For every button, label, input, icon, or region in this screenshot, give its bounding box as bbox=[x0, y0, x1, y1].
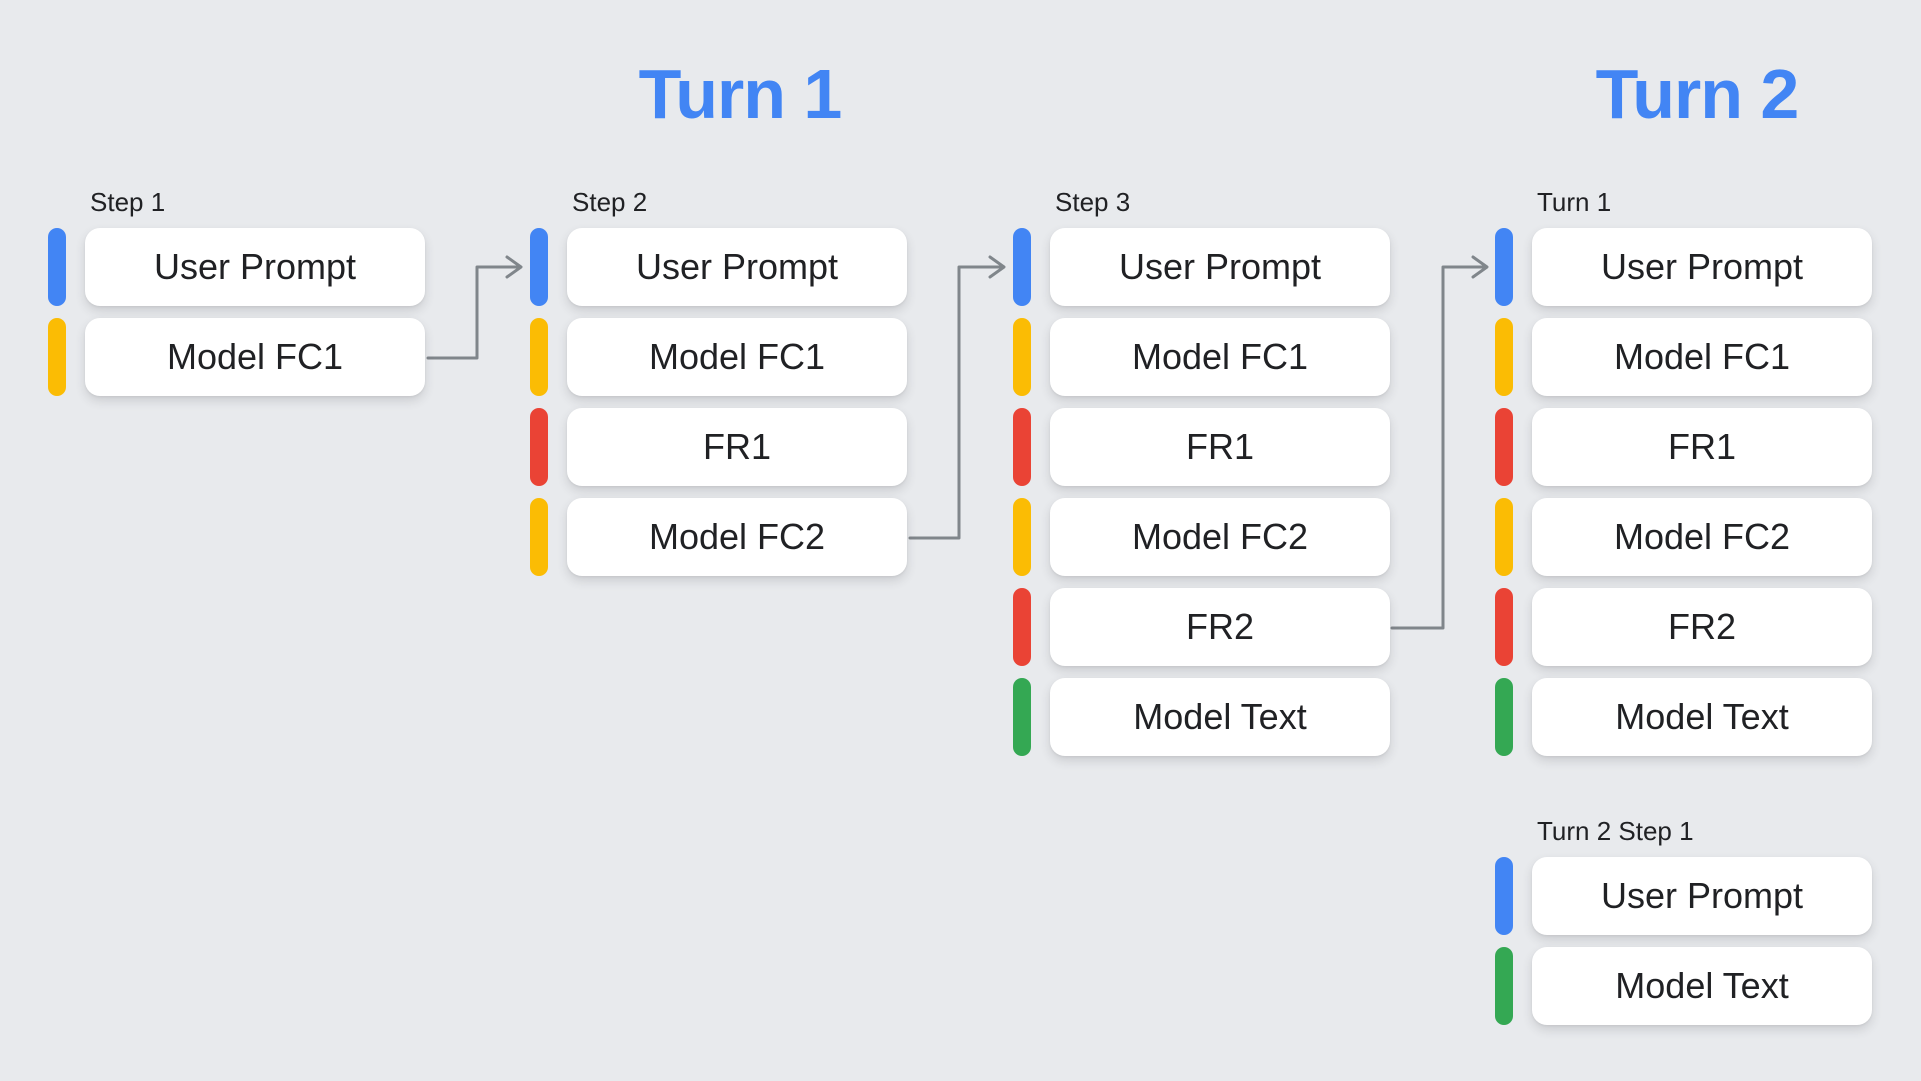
yellow-role-bar bbox=[1013, 318, 1031, 396]
yellow-role-bar bbox=[1495, 318, 1513, 396]
flow-box: FR1 bbox=[1050, 408, 1390, 486]
flow-row: FR2 bbox=[1013, 588, 1390, 666]
flow-box: Model Text bbox=[1532, 678, 1872, 756]
flow-row: Model FC1 bbox=[1495, 318, 1872, 396]
flow-row: FR1 bbox=[1495, 408, 1872, 486]
group-label: Step 2 bbox=[572, 187, 648, 217]
flow-row: FR1 bbox=[530, 408, 907, 486]
flow-row: Model Text bbox=[1495, 678, 1872, 756]
flow-row: Model FC1 bbox=[530, 318, 907, 396]
group-label: Turn 1 bbox=[1537, 187, 1612, 217]
red-role-bar bbox=[1013, 588, 1031, 666]
flow-box: User Prompt bbox=[567, 228, 907, 306]
arrowhead-icon bbox=[1471, 255, 1489, 279]
yellow-role-bar bbox=[48, 318, 66, 396]
flow-box: FR1 bbox=[567, 408, 907, 486]
green-role-bar bbox=[1013, 678, 1031, 756]
flow-row: User Prompt bbox=[1495, 857, 1872, 935]
blue-role-bar bbox=[1013, 228, 1031, 306]
red-role-bar bbox=[530, 408, 548, 486]
flow-row: Model FC2 bbox=[1495, 498, 1872, 576]
flow-box: Model Text bbox=[1532, 947, 1872, 1025]
blue-role-bar bbox=[1495, 857, 1513, 935]
flow-row: Model FC2 bbox=[530, 498, 907, 576]
turn2-header: Turn 2 bbox=[1595, 55, 1800, 133]
arrow-step1-to-step2 bbox=[426, 255, 523, 360]
flow-box: FR2 bbox=[1532, 588, 1872, 666]
yellow-role-bar bbox=[530, 498, 548, 576]
flow-box: Model FC2 bbox=[1050, 498, 1390, 576]
flow-row: Model FC1 bbox=[48, 318, 425, 396]
flow-box: User Prompt bbox=[85, 228, 425, 306]
flow-row: User Prompt bbox=[1013, 228, 1390, 306]
group-label: Step 1 bbox=[90, 187, 166, 217]
blue-role-bar bbox=[48, 228, 66, 306]
flow-box: Model FC1 bbox=[567, 318, 907, 396]
green-role-bar bbox=[1495, 678, 1513, 756]
blue-role-bar bbox=[530, 228, 548, 306]
yellow-role-bar bbox=[1495, 498, 1513, 576]
flow-box: FR1 bbox=[1532, 408, 1872, 486]
flow-row: Model FC2 bbox=[1013, 498, 1390, 576]
flow-box: Model FC1 bbox=[1532, 318, 1872, 396]
red-role-bar bbox=[1495, 588, 1513, 666]
blue-role-bar bbox=[1495, 228, 1513, 306]
flow-row: Model FC1 bbox=[1013, 318, 1390, 396]
flow-box: FR2 bbox=[1050, 588, 1390, 666]
arrow-step3-to-turn2 bbox=[1390, 255, 1489, 630]
flow-box: User Prompt bbox=[1050, 228, 1390, 306]
flow-row: Model Text bbox=[1013, 678, 1390, 756]
flow-row: User Prompt bbox=[1495, 228, 1872, 306]
yellow-role-bar bbox=[1013, 498, 1031, 576]
green-role-bar bbox=[1495, 947, 1513, 1025]
flow-box: Model FC1 bbox=[1050, 318, 1390, 396]
yellow-role-bar bbox=[530, 318, 548, 396]
flow-row: FR2 bbox=[1495, 588, 1872, 666]
flow-box: User Prompt bbox=[1532, 228, 1872, 306]
flow-row: Model Text bbox=[1495, 947, 1872, 1025]
flow-row: User Prompt bbox=[530, 228, 907, 306]
red-role-bar bbox=[1013, 408, 1031, 486]
group-label: Turn 2 Step 1 bbox=[1537, 816, 1694, 846]
flow-box: Model Text bbox=[1050, 678, 1390, 756]
turn1-header: Turn 1 bbox=[638, 55, 843, 133]
flow-box: Model FC2 bbox=[567, 498, 907, 576]
flow-box: User Prompt bbox=[1532, 857, 1872, 935]
red-role-bar bbox=[1495, 408, 1513, 486]
group-label: Step 3 bbox=[1055, 187, 1131, 217]
arrowhead-icon bbox=[988, 255, 1006, 279]
flow-box: Model FC1 bbox=[85, 318, 425, 396]
flow-row: FR1 bbox=[1013, 408, 1390, 486]
flow-row: User Prompt bbox=[48, 228, 425, 306]
arrow-step2-to-step3 bbox=[908, 255, 1006, 540]
arrowhead-icon bbox=[505, 255, 523, 279]
flow-box: Model FC2 bbox=[1532, 498, 1872, 576]
